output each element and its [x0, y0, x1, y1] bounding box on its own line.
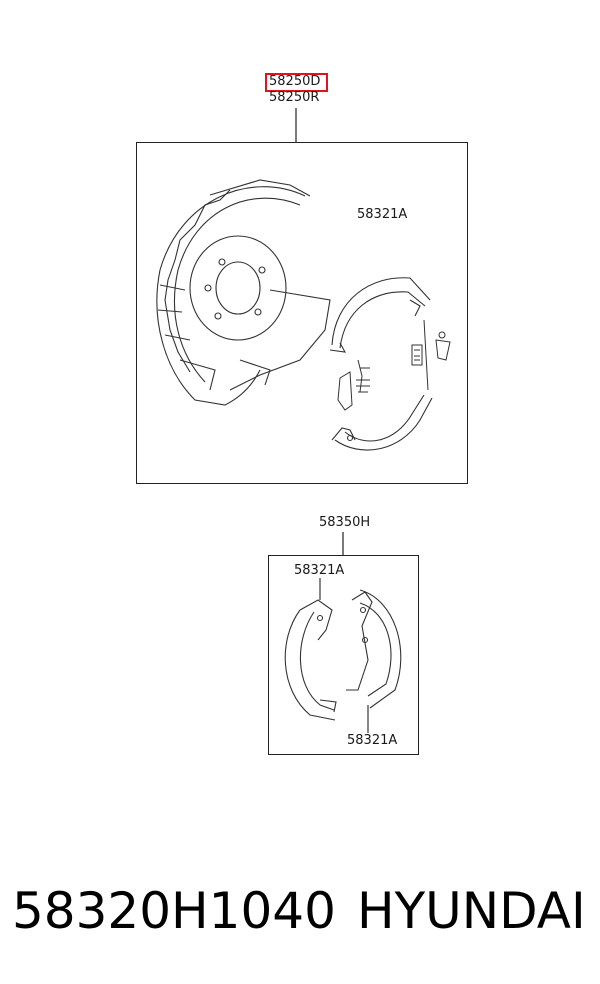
label-assembly[interactable]: 58250R: [269, 90, 320, 105]
label-kit[interactable]: 58350H: [319, 515, 371, 530]
label-kit-shoe-left[interactable]: 58321A: [294, 563, 345, 578]
label-upper-shoe[interactable]: 58321A: [357, 207, 408, 222]
backing-plate-drawing: [156, 179, 331, 406]
highlight-box: [265, 73, 328, 92]
label-kit-shoe-right[interactable]: 58321A: [347, 733, 398, 748]
kit-frame: [268, 555, 419, 755]
spring-hardware-drawing: [337, 319, 451, 411]
upper-brake-shoe-drawing: [329, 277, 431, 353]
kit-right-shoe-drawing: [319, 578, 402, 733]
lower-brake-shoe-drawing: [331, 394, 433, 451]
label-assembly-highlighted[interactable]: 58250D: [269, 74, 321, 89]
footer-brand: HYUNDAI: [357, 882, 586, 940]
kit-left-shoe-drawing: [284, 599, 337, 721]
footer-part-number: 58320H1040: [12, 882, 336, 940]
assembly-frame: [136, 142, 468, 484]
